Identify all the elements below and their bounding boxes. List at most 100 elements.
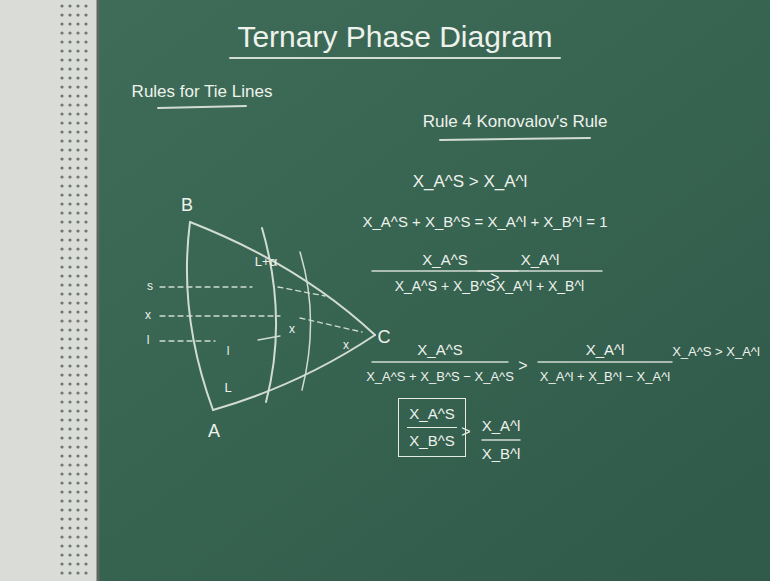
vent-dot [84,238,87,241]
point-label: s [147,280,153,293]
vent-dot [68,346,71,349]
vent-dot [76,535,79,538]
vent-dot [84,499,87,502]
vent-dot [84,157,87,160]
vent-dot [84,166,87,169]
vent-dot [76,58,79,61]
vent-dot [60,13,63,16]
vent-dot [76,4,79,7]
vent-dot [60,49,63,52]
dashed-line [160,315,280,316]
vent-dot [68,283,71,286]
vent-dot [68,355,71,358]
vertex-label: C [378,328,391,348]
vent-dot [84,454,87,457]
vent-dot [60,418,63,421]
vent-dot [84,193,87,196]
vent-dot [76,193,79,196]
vent-dot [68,175,71,178]
vent-dot [76,229,79,232]
vent-dot [68,103,71,106]
denominator: X_B^l [482,446,521,463]
denominator: X_A^S + X_B^S − X_A^S [366,370,514,384]
vent-dot [68,373,71,376]
vent-dot [76,238,79,241]
title: Ternary Phase Diagram [237,20,552,53]
equation: X_A^S > X_A^l [413,173,528,192]
vent-dot [68,139,71,142]
vent-dot [84,373,87,376]
vent-dot [84,328,87,331]
vent-dot [84,220,87,223]
vent-dot [76,274,79,277]
vent-dot [60,319,63,322]
vent-dot [68,121,71,124]
vent-dot [68,517,71,520]
vent-dot [68,148,71,151]
vent-dot [60,238,63,241]
vent-dot [76,247,79,250]
vent-dot [76,31,79,34]
vent-dot [84,490,87,493]
vent-dot [60,310,63,313]
vent-dot [84,112,87,115]
vent-dot [68,157,71,160]
vent-dot [68,553,71,556]
vent-dot [68,436,71,439]
point-label: x [289,323,295,336]
vent-dot [76,400,79,403]
vent-dot [84,49,87,52]
vent-dot [84,22,87,25]
vent-dot [60,499,63,502]
vent-dot [68,166,71,169]
heading: Rule 4 Konovalov's Rule [423,113,608,132]
vent-dot [76,94,79,97]
vent-dot [68,382,71,385]
vent-dot [76,112,79,115]
vent-dot [84,229,87,232]
vent-dot [68,40,71,43]
vent-dot [60,157,63,160]
numerator: X_A^l [521,252,560,269]
vent-dot [60,472,63,475]
vent-dot [76,562,79,565]
vent-dot [84,391,87,394]
vent-dot [60,301,63,304]
vent-dot [68,328,71,331]
vent-dot [84,409,87,412]
vent-dot [84,85,87,88]
operator: > [518,357,527,375]
denominator: X_B^S [409,432,454,450]
vent-dot [84,202,87,205]
vent-dot [76,391,79,394]
vent-dot [68,220,71,223]
vent-dot [68,391,71,394]
vent-dot [68,472,71,475]
vent-dot [68,481,71,484]
vent-dot [60,346,63,349]
vent-dot [84,58,87,61]
vent-dot [60,94,63,97]
vent-dot [84,76,87,79]
vent-dot [84,436,87,439]
vent-dot [76,454,79,457]
numerator: X_A^S [409,405,454,423]
vent-dot [76,67,79,70]
vent-dot [84,265,87,268]
vent-dot [60,391,63,394]
vent-dot [84,508,87,511]
vent-dot [60,454,63,457]
vent-dot [68,364,71,367]
vent-dot [84,364,87,367]
vent-dot [76,148,79,151]
vent-dot [76,427,79,430]
vent-dot [68,490,71,493]
vent-dot [76,436,79,439]
vent-dot [60,535,63,538]
binary-edge [213,335,375,410]
vent-dot [84,472,87,475]
vent-dot [68,265,71,268]
vent-dot [84,301,87,304]
denominator: X_A^l + X_B^l [496,279,584,294]
vent-dot [84,355,87,358]
